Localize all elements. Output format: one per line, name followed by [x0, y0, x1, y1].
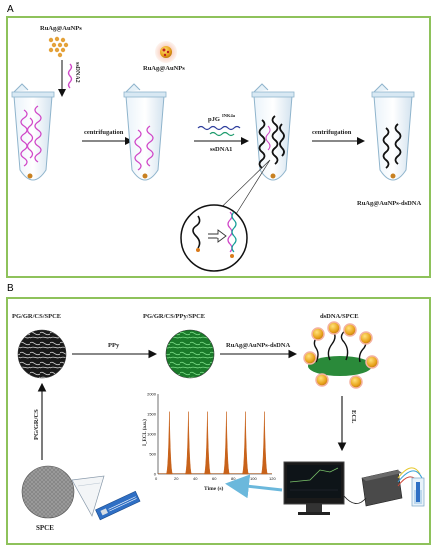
- ssdna1-strand-icon: [209, 131, 235, 137]
- chart-x-tick-label: 120: [269, 476, 276, 481]
- chart-peak-2: [184, 411, 192, 475]
- nanoparticle-dots-icon: [48, 36, 69, 58]
- chart-peak-4: [222, 411, 230, 475]
- label-ssdna2: ssDNA2: [74, 62, 80, 83]
- label-ppy: PPy: [108, 342, 120, 349]
- chart-y-label: I_ECL (a.u.): [143, 419, 148, 446]
- tube-1-icon: [11, 83, 55, 181]
- label-pg-gr-cs: PG/GR/CS: [33, 409, 40, 440]
- chart-y-tick-label: 1500: [147, 412, 157, 417]
- label-ruag-dsdna: RuAg@AuNPs-dsDNA: [226, 342, 290, 349]
- zoom-circle-inset: [180, 204, 248, 272]
- label-pjg: pJG: [208, 116, 220, 123]
- panel-b-letter: B: [7, 283, 14, 294]
- chart-y-tick-label: 1000: [147, 432, 157, 437]
- label-product: RuAg@AuNPs-dsDNA: [357, 200, 421, 207]
- chart-peak-1: [165, 411, 173, 475]
- label-ecl: ECL: [350, 410, 357, 424]
- label-ssdna1: ssDNA1: [210, 146, 232, 153]
- chart-y-tick-label: 2000: [147, 392, 157, 397]
- spce-electrode-icon: [21, 465, 141, 521]
- pg-gr-cs-spce-electrode-icon: [17, 329, 67, 379]
- ruag-bead-icon: [155, 41, 177, 63]
- ssdna2-strand-icon: [67, 63, 73, 89]
- chart-y-tick-label: 0: [154, 472, 157, 477]
- chart-peak-6: [260, 411, 268, 475]
- chart-x-tick-label: 0: [155, 476, 158, 481]
- arrow-data-to-chart: [225, 474, 283, 499]
- label-centrifugation-2: centrifugation: [312, 129, 352, 136]
- zoom-callout-lines: [199, 159, 271, 231]
- label-dsdna-spce: dsDNA/SPCE: [320, 313, 359, 320]
- potentiostat-device-icon: [343, 467, 425, 507]
- chart-x-tick-label: 40: [193, 476, 198, 481]
- pjg-strand-icon: [197, 125, 241, 131]
- chart-x-label: Time (s): [204, 485, 223, 492]
- label-pg-gr-cs-ppy-spce: PG/GR/CS/PPy/SPCE: [143, 313, 205, 320]
- pg-gr-cs-ppy-spce-electrode-icon: [165, 329, 215, 379]
- panel-a-letter: A: [7, 4, 14, 15]
- label-pjg-sup: INK4a: [222, 113, 236, 118]
- label-pg-gr-cs-spce: PG/GR/CS/SPCE: [12, 313, 61, 320]
- label-centrifugation-1: centrifugation: [84, 129, 124, 136]
- chart-x-tick-label: 100: [250, 476, 257, 481]
- chart-peak-5: [241, 411, 249, 475]
- tube-2-icon: [123, 83, 167, 181]
- label-ruag-bead: RuAg@AuNPs: [143, 65, 185, 72]
- dsdna-spce-cluster-icon: [303, 321, 379, 389]
- tube-3-icon: [251, 83, 295, 181]
- label-ruag-top: RuAg@AuNPs: [40, 25, 82, 32]
- tube-4-icon: [371, 83, 415, 181]
- ecl-chart: Time (s) I_ECL (a.u.) 0 20 40 60 80 100 120 0 50…: [143, 392, 276, 493]
- computer-monitor-icon: [283, 461, 345, 515]
- chart-x-tick-label: 60: [212, 476, 217, 481]
- chart-y-tick-label: 500: [149, 452, 156, 457]
- chart-x-tick-label: 20: [174, 476, 179, 481]
- label-spce: SPCE: [36, 524, 54, 532]
- chart-peak-3: [203, 411, 211, 475]
- chart-x-tick-label: 80: [231, 476, 236, 481]
